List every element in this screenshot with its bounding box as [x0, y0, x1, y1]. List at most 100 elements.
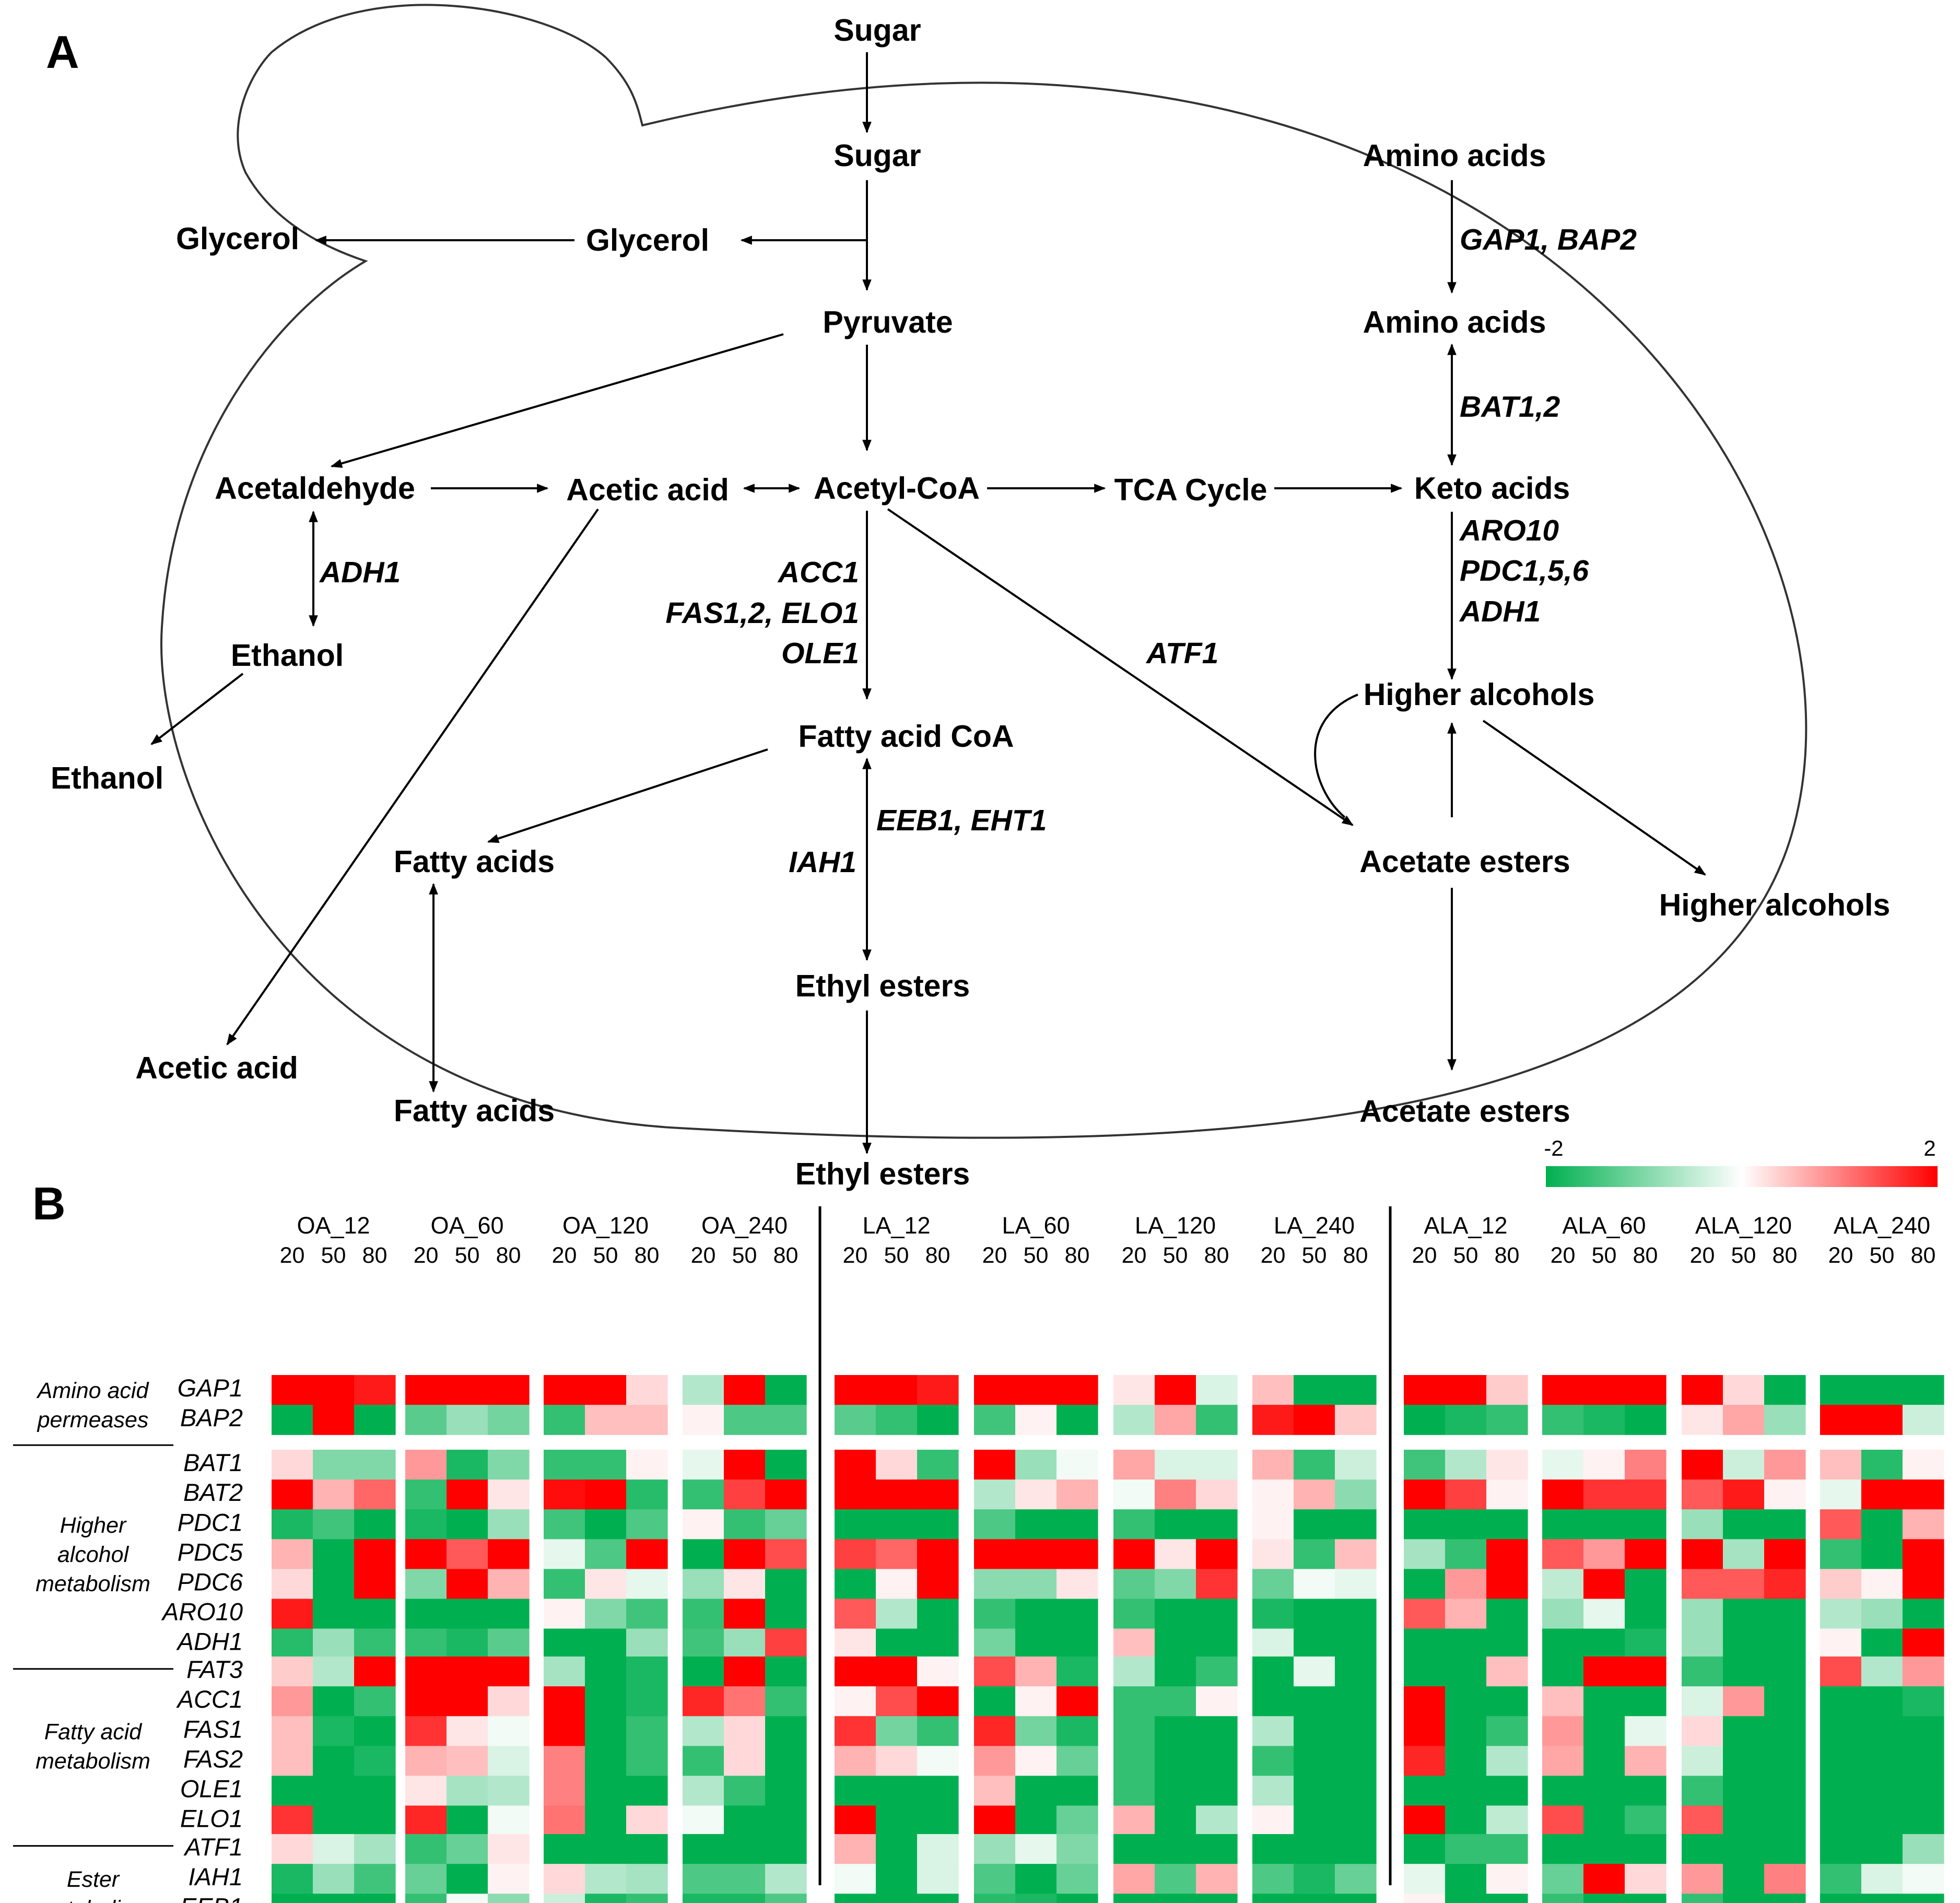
heatmap-cell: [1625, 1569, 1666, 1600]
heatmap-cell: [1155, 1716, 1196, 1746]
color-scale-max-label: 2: [1923, 1136, 1935, 1160]
heatmap-cell: [447, 1894, 488, 1903]
heatmap-cell: [765, 1894, 807, 1903]
heatmap-cell: [1820, 1834, 1862, 1864]
label-fatty-acids-intracellular: Fatty acids: [394, 844, 555, 879]
heatmap-cell: [1252, 1805, 1294, 1836]
panel-b-label: B: [32, 1178, 66, 1229]
heatmap-cell: [1820, 1746, 1862, 1776]
heatmap-cell: [1861, 1599, 1903, 1629]
heatmap-cell: [1820, 1716, 1862, 1746]
heatmap-cell: [917, 1628, 959, 1659]
heatmap-cell: [626, 1450, 668, 1480]
heatmap-cell: [1445, 1450, 1487, 1480]
heatmap-cell: [1252, 1834, 1294, 1864]
heatmap-cell: [1335, 1776, 1377, 1806]
heatmap-cell: [1113, 1450, 1155, 1480]
label-acetic-acid-extracellular: Acetic acid: [135, 1051, 298, 1085]
heatmap-cell: [1294, 1834, 1335, 1864]
heatmap-cell: [1335, 1864, 1377, 1894]
heatmap-cell: [1015, 1539, 1057, 1569]
heatmap-cell: [447, 1450, 488, 1480]
heatmap-cell: [1903, 1599, 1944, 1629]
heatmap-cell: [447, 1599, 488, 1629]
heatmap-cell: [835, 1405, 876, 1435]
heatmap-cell: [1723, 1657, 1765, 1687]
heatmap-cell: [626, 1628, 668, 1659]
heatmap-cell: [1252, 1405, 1294, 1435]
heatmap-cell: [313, 1716, 355, 1746]
heatmap-cell: [544, 1628, 585, 1659]
heatmap-cell: [1015, 1894, 1057, 1903]
concentration-label: 50: [1731, 1243, 1756, 1268]
heatmap-cell: [683, 1479, 724, 1510]
heatmap-cell: [1583, 1746, 1625, 1776]
heatmap-cell: [626, 1805, 668, 1836]
concentration-label: 80: [362, 1243, 388, 1268]
gene-row-label: BAP2: [180, 1404, 243, 1431]
heatmap-cell: [544, 1716, 585, 1746]
label-acetyl-coa: Acetyl-CoA: [814, 471, 980, 506]
heatmap-cell: [1542, 1569, 1584, 1600]
heatmap-cell: [1057, 1375, 1098, 1405]
heatmap-cell: [354, 1628, 396, 1659]
heatmap-cell: [1820, 1894, 1862, 1903]
heatmap-cell: [1113, 1539, 1155, 1569]
gene-row-label: ATF1: [183, 1833, 243, 1861]
heatmap-cell: [313, 1657, 355, 1687]
heatmap-cell: [974, 1805, 1016, 1836]
heatmap-cell: [405, 1569, 447, 1600]
heatmap-cell: [1820, 1450, 1862, 1480]
heatmap-cell: [1404, 1657, 1446, 1687]
gene-aro10: ARO10: [1459, 514, 1559, 547]
heatmap-cell: [1057, 1539, 1098, 1569]
heatmap-cell: [1820, 1805, 1862, 1836]
concentration-label: 50: [593, 1243, 618, 1268]
heatmap-cell: [1542, 1539, 1584, 1569]
heatmap-cell: [405, 1628, 447, 1659]
heatmap-cell: [1542, 1746, 1584, 1776]
heatmap-cell: [724, 1894, 766, 1903]
heatmap-cell: [974, 1657, 1016, 1687]
heatmap-cell: [1583, 1405, 1625, 1435]
heatmap-cell: [1583, 1375, 1625, 1405]
heatmap-cell: [544, 1450, 585, 1480]
heatmap-cell: [585, 1375, 627, 1405]
heatmap-cell: [724, 1539, 766, 1569]
heatmap-cell: [354, 1405, 396, 1435]
heatmap-cell: [272, 1450, 313, 1480]
heatmap-cell: [1015, 1375, 1057, 1405]
gene-bat12: BAT1,2: [1460, 390, 1560, 424]
heatmap-cell: [313, 1450, 355, 1480]
heatmap-cell: [1015, 1805, 1057, 1836]
heatmap-cell: [585, 1746, 627, 1776]
concentration-label: 20: [1412, 1243, 1437, 1268]
heatmap-cell: [765, 1375, 807, 1405]
heatmap-cell: [1583, 1834, 1625, 1864]
heatmap-cell: [876, 1539, 918, 1569]
heatmap-cell: [683, 1894, 724, 1903]
heatmap-cell: [724, 1834, 766, 1864]
heatmap-cell: [1542, 1599, 1584, 1629]
heatmap-cell: [1015, 1746, 1057, 1776]
heatmap-cell: [1294, 1405, 1335, 1435]
heatmap-cell: [1294, 1569, 1335, 1600]
heatmap-cell: [488, 1599, 530, 1629]
gene-gap1-bap2: GAP1, BAP2: [1460, 223, 1637, 256]
heatmap-cell: [447, 1864, 488, 1894]
heatmap-cell: [1445, 1864, 1487, 1894]
heatmap-cell: [1252, 1657, 1294, 1687]
heatmap-cell: [1625, 1776, 1666, 1806]
heatmap-cell: [1404, 1834, 1446, 1864]
heatmap-cell: [354, 1776, 396, 1806]
heatmap-cell: [1015, 1776, 1057, 1806]
heatmap-cell: [876, 1894, 918, 1903]
heatmap-cell: [626, 1657, 668, 1687]
heatmap-cell: [1820, 1864, 1862, 1894]
heatmap-cell: [1820, 1539, 1862, 1569]
heatmap-cell: [1404, 1686, 1446, 1717]
heatmap-cell: [272, 1479, 313, 1510]
heatmap-cell: [1625, 1686, 1666, 1717]
heatmap-cell: [1583, 1686, 1625, 1717]
heatmap-cell: [354, 1599, 396, 1629]
